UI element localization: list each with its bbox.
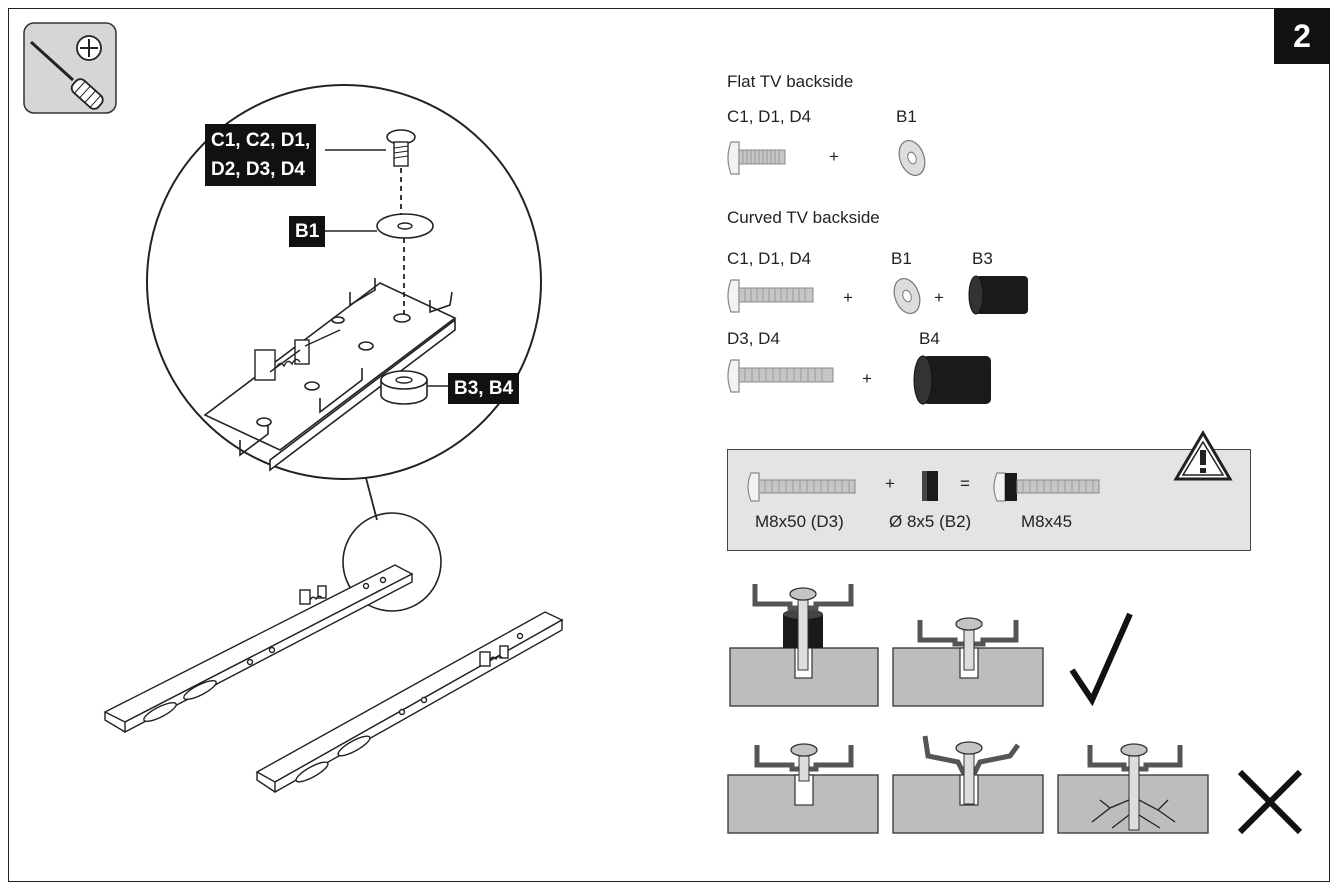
scene-correct-flat bbox=[892, 617, 1044, 707]
warning-screw-icon bbox=[747, 472, 856, 502]
scene-correct-spacer bbox=[729, 584, 879, 707]
page-frame bbox=[8, 8, 1330, 882]
flat-heading: Flat TV backside bbox=[727, 72, 854, 91]
warning-result-screw-icon bbox=[993, 472, 1100, 502]
curved-heading: Curved TV backside bbox=[727, 208, 880, 227]
curved-row1-spacer-label: B3 bbox=[972, 249, 993, 268]
curved-row1-spacer-icon bbox=[968, 275, 1028, 315]
warning-plus: + bbox=[885, 474, 895, 493]
warning-screw-label: M8x50 (D3) bbox=[755, 512, 844, 531]
curved-row1-washer-icon bbox=[893, 277, 921, 315]
warning-equals: = bbox=[960, 474, 970, 493]
curved-row1-plus-b: + bbox=[934, 288, 944, 307]
scene-wrong-bent bbox=[892, 735, 1044, 834]
callout-screws: C1, C2, D1, D2, D3, D4 bbox=[205, 124, 317, 186]
warning-box bbox=[727, 449, 1251, 551]
flat-washer-label: B1 bbox=[896, 107, 917, 126]
phillips-screwdriver-icon bbox=[23, 22, 117, 114]
warning-spacer-icon bbox=[922, 471, 938, 501]
callout-spacer: B3, B4 bbox=[448, 373, 520, 404]
scene-wrong-long bbox=[1057, 743, 1209, 834]
curved-row1-screw-icon bbox=[727, 279, 814, 313]
warning-result-label: M8x45 bbox=[1021, 512, 1073, 531]
curved-row1-screw-label: C1, D1, D4 bbox=[727, 249, 812, 268]
callout-screws-line1: C1, C2, D1, bbox=[211, 130, 311, 151]
callout-washer: B1 bbox=[289, 216, 326, 247]
curved-row1-plus-a: + bbox=[843, 288, 853, 307]
curved-row2-plus: + bbox=[862, 369, 872, 388]
curved-row2-spacer-icon bbox=[913, 355, 991, 405]
curved-row2-screw-label: D3, D4 bbox=[727, 329, 780, 348]
callout-screws-line2: D2, D3, D4 bbox=[211, 159, 305, 180]
checkmark-icon bbox=[1069, 612, 1133, 707]
flat-washer-icon bbox=[898, 139, 926, 177]
warning-spacer-label: Ø 8x5 (B2) bbox=[889, 512, 972, 531]
scene-wrong-short bbox=[727, 743, 879, 834]
flat-screw-icon bbox=[727, 141, 786, 175]
warning-triangle-icon bbox=[1173, 430, 1233, 481]
cross-icon bbox=[1237, 769, 1303, 835]
step-number: 2 bbox=[1274, 8, 1330, 64]
curved-row1-washer-label: B1 bbox=[891, 249, 912, 268]
curved-row2-screw-icon bbox=[727, 359, 834, 393]
flat-plus: + bbox=[829, 147, 839, 166]
curved-row2-spacer-label: B4 bbox=[919, 329, 940, 348]
flat-screw-label: C1, D1, D4 bbox=[727, 107, 812, 126]
